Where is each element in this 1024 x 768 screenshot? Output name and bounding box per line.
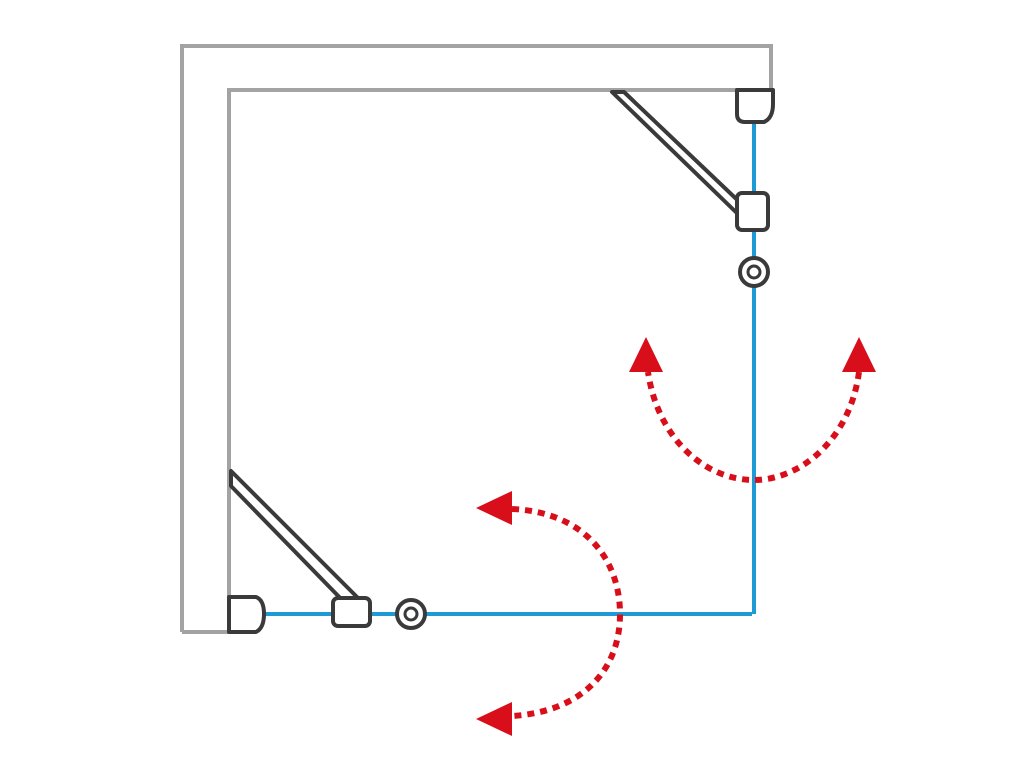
wall-profile-bottom-left xyxy=(227,595,266,634)
glass-panels xyxy=(264,123,756,616)
swing-arrows xyxy=(476,337,876,736)
fixed-panel-left xyxy=(229,469,362,608)
wall-corner xyxy=(180,44,773,634)
hinge-right-icon xyxy=(738,256,770,288)
hardware xyxy=(227,88,775,634)
swing-arc-bottom-door xyxy=(511,506,624,719)
fixed-panel-top xyxy=(610,90,752,220)
wall-profile-top-right xyxy=(735,88,775,124)
arrowhead-bottom-left-down xyxy=(476,702,512,736)
arrowhead-right-up-left xyxy=(629,337,663,372)
arrowhead-bottom-left-up xyxy=(476,491,512,525)
arrowhead-right-up-right xyxy=(842,337,876,372)
connector-clamp-bottom xyxy=(331,596,372,628)
fixed-panel-top-glass xyxy=(610,90,752,220)
wall-outline xyxy=(180,44,773,632)
connector-clamp-right xyxy=(735,191,770,232)
hinge-bottom-icon xyxy=(395,598,427,630)
wall-inner-outline xyxy=(182,88,771,634)
swing-arc-right-door xyxy=(645,371,862,484)
fixed-panel-left-glass xyxy=(229,469,362,608)
